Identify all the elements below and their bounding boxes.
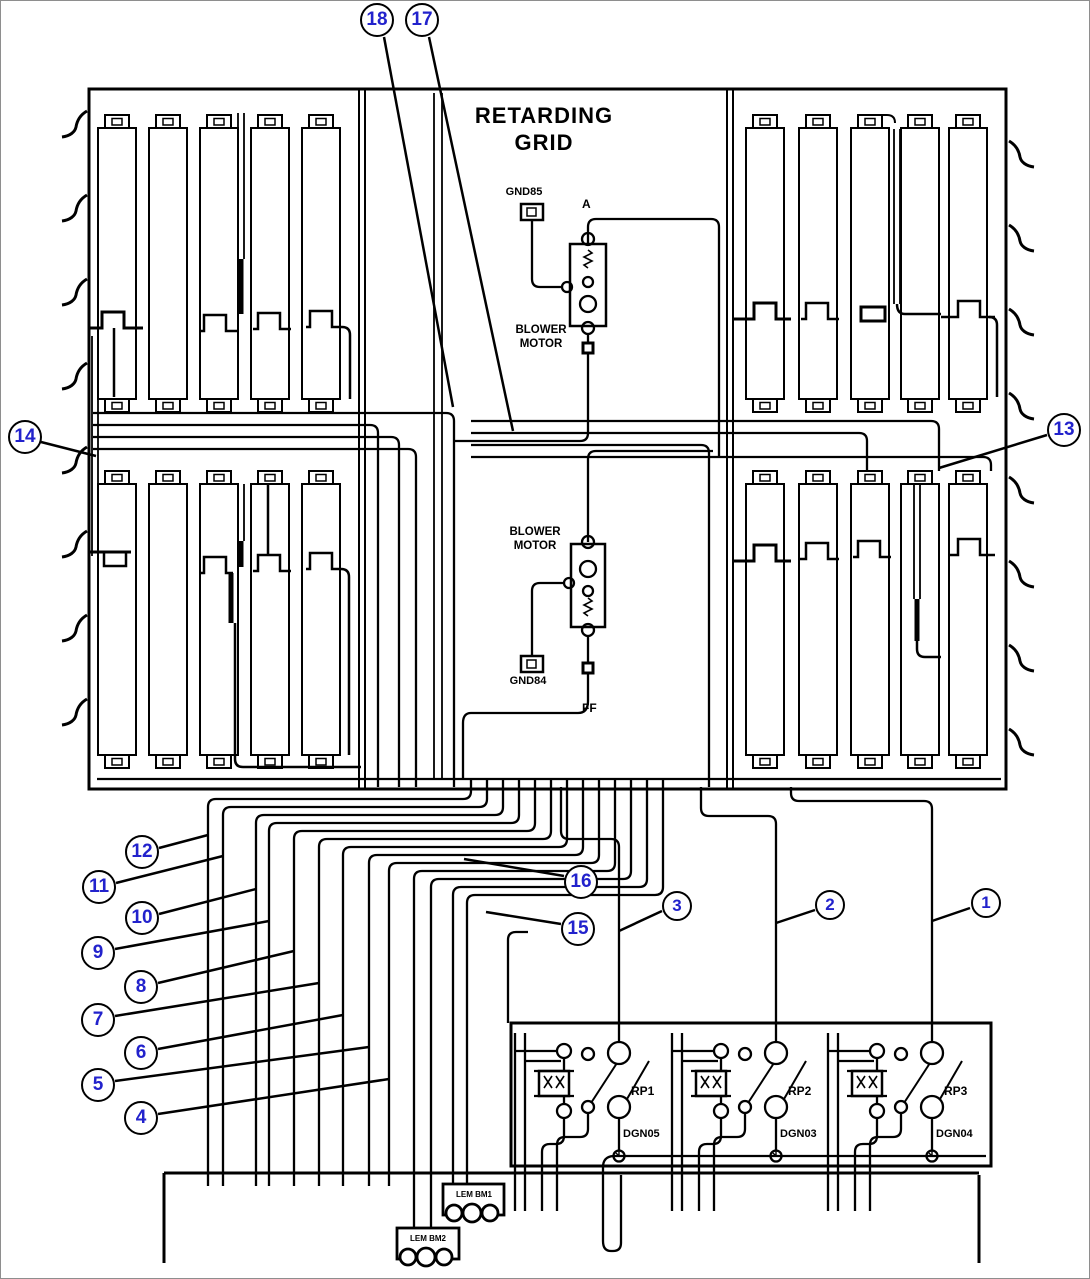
resistor-bank-top-right xyxy=(745,114,988,413)
callout-1[interactable]: 1 xyxy=(971,888,1001,918)
callout-3[interactable]: 3 xyxy=(662,891,692,921)
blower-mid-line2: MOTOR xyxy=(513,540,557,552)
lem-sensor-bottom-icon xyxy=(395,1226,461,1268)
relay-rp1-label: RP1 xyxy=(631,1084,655,1098)
bank-jumper-wires xyxy=(89,113,999,769)
relay-rp1-icon xyxy=(513,1021,651,1213)
blower-top-line2: MOTOR xyxy=(519,338,563,350)
relay-rp3-icon xyxy=(826,1021,964,1213)
relay-rp3-label: RP3 xyxy=(944,1084,968,1098)
callout-18[interactable]: 18 xyxy=(360,3,394,37)
callout-8[interactable]: 8 xyxy=(124,970,158,1004)
blower-motor-mid-label: BLOWER MOTOR xyxy=(497,525,573,553)
callout-10[interactable]: 10 xyxy=(125,901,159,935)
bottom-junction-box xyxy=(162,1171,981,1263)
callout-2[interactable]: 2 xyxy=(815,890,845,920)
resistor-bank-bottom-left xyxy=(97,470,341,769)
callout-14[interactable]: 14 xyxy=(8,420,42,454)
blower-mid-line1: BLOWER xyxy=(509,526,561,538)
relay-rp2-icon xyxy=(670,1021,808,1213)
ground-connector-gnd84 xyxy=(519,581,564,674)
blower-top-line1: BLOWER xyxy=(515,324,567,336)
lem-sensor-bottom-label: LEM BM2 xyxy=(410,1234,446,1243)
callout-5[interactable]: 5 xyxy=(81,1068,115,1102)
relay-panel-box xyxy=(509,1021,993,1168)
gnd85-label: GND85 xyxy=(505,186,543,198)
callout-7[interactable]: 7 xyxy=(81,1003,115,1037)
callout-12[interactable]: 12 xyxy=(125,835,159,869)
callout-11[interactable]: 11 xyxy=(82,870,116,904)
callout-17[interactable]: 17 xyxy=(405,3,439,37)
diagram-title-line1: RETARDING xyxy=(474,103,614,128)
terminal-a-label: A xyxy=(582,197,591,211)
resistor-bank-bottom-right xyxy=(745,470,988,769)
callout-9[interactable]: 9 xyxy=(81,936,115,970)
ground-connector-gnd85 xyxy=(519,202,562,289)
callout-4[interactable]: 4 xyxy=(124,1101,158,1135)
callout-15[interactable]: 15 xyxy=(561,912,595,946)
diagram-title-line2: GRID xyxy=(514,130,574,155)
dgn05-label: DGN05 xyxy=(623,1128,660,1140)
resistor-bank-top-left xyxy=(97,114,341,413)
callout-6[interactable]: 6 xyxy=(124,1036,158,1070)
lem-sensor-top-label: LEM BM1 xyxy=(456,1190,492,1199)
dgn04-label: DGN04 xyxy=(936,1128,973,1140)
relay-ground-bus xyxy=(601,1154,986,1253)
relay-rp2-label: RP2 xyxy=(788,1084,812,1098)
diagram-title: RETARDING GRID xyxy=(419,102,669,156)
lem-sensor-top-icon xyxy=(441,1182,506,1224)
harness-fan-wires xyxy=(206,780,934,1228)
callout-13[interactable]: 13 xyxy=(1047,413,1081,447)
gnd84-label: GND84 xyxy=(509,675,547,687)
harness-buses xyxy=(91,93,1001,787)
blower-motor-top-label: BLOWER MOTOR xyxy=(503,323,579,351)
blower-motor-mid-icon xyxy=(461,534,607,780)
callout-leader-lines xyxy=(40,36,1048,1116)
callout-16[interactable]: 16 xyxy=(564,865,598,899)
grid-enclosure xyxy=(87,87,1008,791)
terminal-ff-label: FF xyxy=(582,701,597,715)
dgn03-label: DGN03 xyxy=(780,1128,817,1140)
